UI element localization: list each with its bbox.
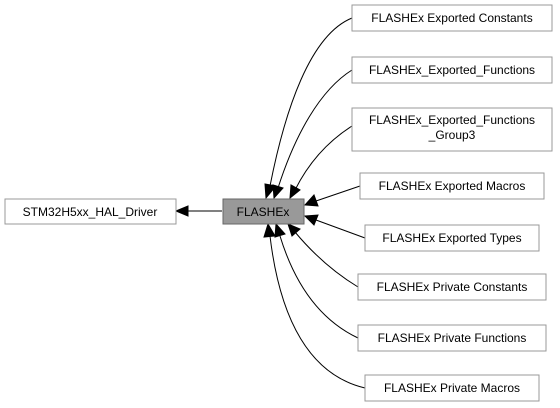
edge-child-8-arrowhead [263, 222, 276, 238]
node-stm32h5xx-hal-driver-label: STM32H5xx_HAL_Driver [23, 205, 158, 219]
edge-child-6 [294, 231, 359, 288]
node-flashex-exported-functions-label: FLASHEx_Exported_Functions [369, 63, 535, 77]
node-flashex-private-functions-label: FLASHEx Private Functions [378, 331, 527, 345]
edges [174, 17, 366, 389]
node-flashex-private-constants-label: FLASHEx Private Constants [377, 280, 528, 294]
node-stm32h5xx-hal-driver[interactable]: STM32H5xx_HAL_Driver [4, 198, 177, 225]
node-flashex-private-macros-label: FLASHEx Private Macros [384, 381, 520, 395]
edge-child-7 [279, 235, 359, 339]
edge-child-5 [315, 219, 366, 239]
node-flashex-label: FLASHEx [237, 205, 290, 219]
edge-child-3 [294, 125, 353, 191]
edge-child-2-arrowhead [272, 184, 284, 200]
edge-child-6-arrowhead [287, 223, 301, 237]
node-flashex-exported-functions-group3-label-line1: FLASHEx_Exported_Functions [369, 113, 535, 127]
edge-child-2 [277, 69, 353, 189]
edge-child-3-arrowhead [289, 184, 301, 200]
node-flashex-exported-types-label: FLASHEx Exported Types [382, 231, 521, 245]
node-flashex-exported-macros[interactable]: FLASHEx Exported Macros [359, 172, 545, 200]
node-flashex[interactable]: FLASHEx [222, 198, 305, 225]
edge-center-to-parent-arrowhead [174, 205, 189, 217]
edge-child-4-arrowhead [303, 194, 319, 207]
node-flashex-exported-functions-group3-label-line2: _Group3 [428, 128, 476, 142]
edge-child-5-arrowhead [303, 214, 319, 226]
node-flashex-private-functions[interactable]: FLASHEx Private Functions [357, 324, 547, 352]
edge-child-8 [269, 235, 366, 389]
edge-child-4 [315, 185, 361, 202]
edge-child-1 [269, 17, 353, 187]
node-flashex-exported-constants-label: FLASHEx Exported Constants [371, 11, 532, 25]
node-flashex-exported-constants[interactable]: FLASHEx Exported Constants [351, 4, 553, 32]
edge-child-7-arrowhead [274, 222, 286, 238]
node-flashex-private-macros[interactable]: FLASHEx Private Macros [364, 374, 540, 402]
node-flashex-private-constants[interactable]: FLASHEx Private Constants [357, 273, 547, 301]
node-flashex-exported-functions-group3[interactable]: FLASHEx_Exported_Functions _Group3 [351, 107, 553, 152]
node-flashex-exported-macros-label: FLASHEx Exported Macros [379, 179, 526, 193]
node-flashex-exported-types[interactable]: FLASHEx Exported Types [364, 224, 540, 252]
node-flashex-exported-functions[interactable]: FLASHEx_Exported_Functions [351, 56, 553, 84]
